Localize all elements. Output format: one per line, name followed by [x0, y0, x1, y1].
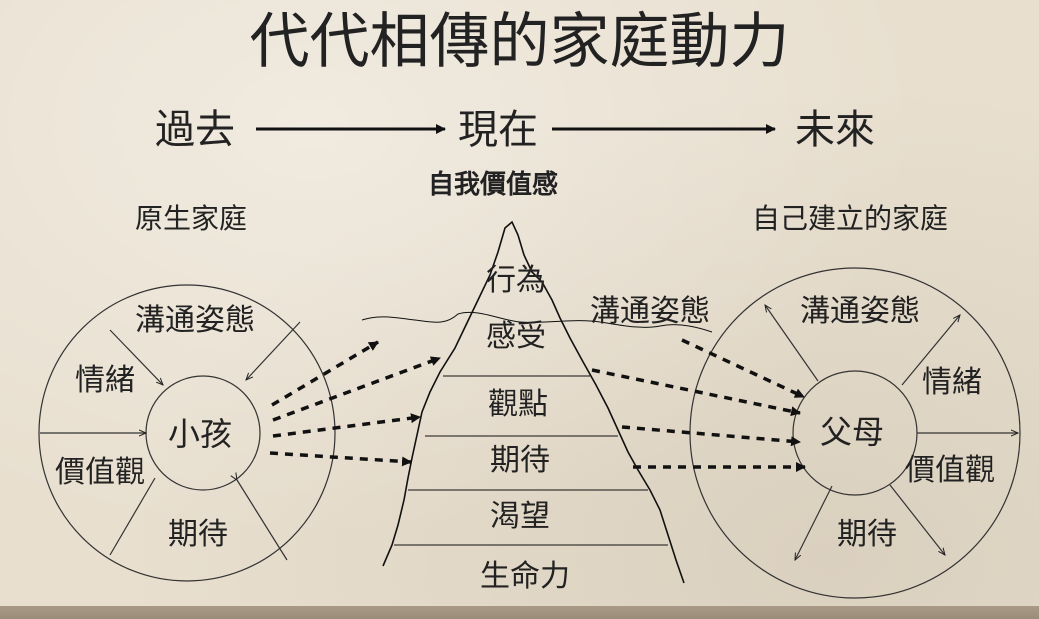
- timeline-present: 現在: [458, 107, 538, 153]
- dashed-arrow-right-3: [621, 425, 801, 447]
- origin-family-wheel: [38, 284, 336, 582]
- own-family-wheel: [689, 267, 1021, 599]
- origin-values-label: 價值觀: [55, 455, 145, 490]
- iceberg-layer-feeling: 感受: [486, 319, 546, 354]
- origin-family-heading: 原生家庭: [135, 202, 248, 235]
- own-values-label: 價值觀: [905, 453, 995, 488]
- own-communication-label: 溝通姿態: [800, 294, 920, 329]
- timeline-future: 未來: [795, 107, 875, 153]
- origin-center-child: 小孩: [168, 415, 233, 453]
- own-center-parents: 父母: [820, 413, 885, 451]
- dashed-arrows: [269, 338, 806, 472]
- origin-communication-label: 溝通姿態: [135, 303, 255, 338]
- timeline-past: 過去: [155, 107, 235, 153]
- own-expectation-label: 期待: [837, 517, 897, 552]
- dashed-arrow-left-1: [271, 340, 379, 407]
- dashed-arrow-left-4: [269, 451, 412, 467]
- own-emotion-label: 情緒: [922, 365, 982, 400]
- origin-emotion-label: 情緒: [75, 363, 135, 398]
- iceberg-layer-behavior: 行為: [486, 263, 546, 298]
- dashed-arrow-left-3: [272, 413, 421, 438]
- self-worth-label: 自我價值感: [428, 170, 559, 200]
- iceberg-layer-yearning: 渴望: [490, 499, 550, 534]
- page-title: 代代相傳的家庭動力: [249, 7, 790, 77]
- own-family-heading: 自己建立的家庭: [752, 202, 949, 235]
- iceberg-layer-life-force: 生命力: [480, 559, 570, 594]
- dashed-arrow-right-1: [681, 338, 805, 399]
- dashed-arrow-right-2: [591, 368, 801, 417]
- bottom-edge: [0, 606, 1039, 619]
- iceberg-communication-label: 溝通姿態: [590, 294, 710, 329]
- origin-expectation-label: 期待: [168, 517, 228, 552]
- iceberg-layer-expectation: 期待: [490, 443, 550, 478]
- iceberg-layer-perception: 觀點: [488, 387, 548, 422]
- iceberg: [361, 220, 713, 584]
